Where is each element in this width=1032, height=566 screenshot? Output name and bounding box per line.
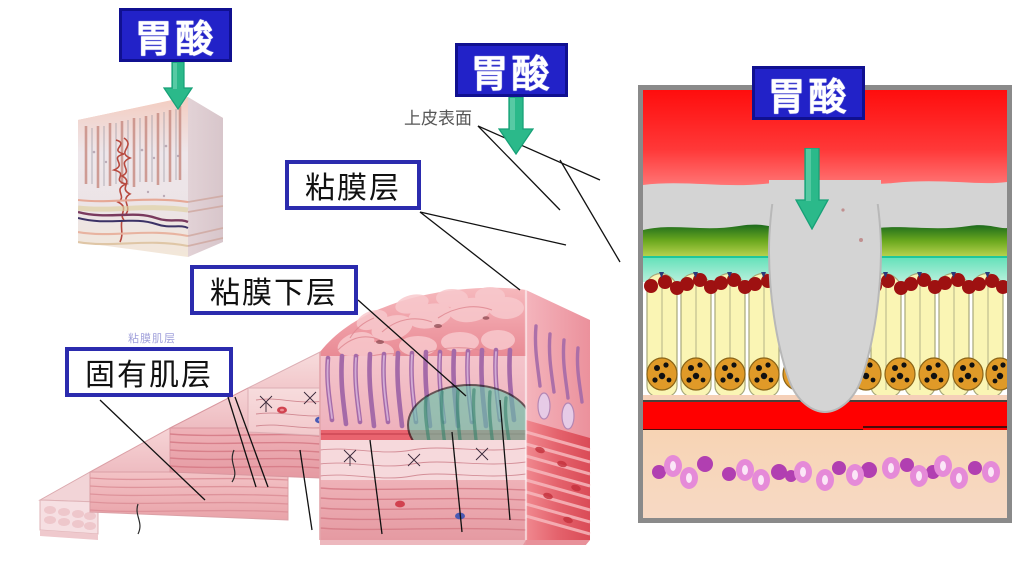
acid-erosion-wedge [767, 184, 883, 414]
acid-arrow-mid-svg [497, 96, 535, 156]
acid-arrow-left [162, 61, 194, 111]
acid-arrow-right-svg [794, 147, 830, 231]
acid-arrow-mid [497, 96, 535, 156]
acid-arrow-right [794, 147, 830, 231]
acid-damage-cross-section [638, 85, 1012, 523]
mucosa-layer-label: 粘膜层 [285, 160, 421, 210]
acid-damage-svg [643, 90, 1007, 518]
muscularis-mucosae-ghost-text: 粘膜肌层 [128, 332, 176, 345]
acid-label-right: 胃酸 [752, 66, 865, 120]
muscularis-propria-label-text: 固有肌层 [85, 358, 213, 393]
acid-arrow-left-svg [162, 61, 194, 111]
muscularis-mucosae-ghost-label: 粘膜肌层 [128, 330, 176, 346]
acid-label-middle-text: 胃酸 [470, 51, 553, 96]
acid-label-left-text: 胃酸 [134, 16, 217, 61]
acid-label-left: 胃酸 [119, 8, 232, 62]
mucosa-layer-label-text: 粘膜层 [305, 171, 401, 206]
acid-label-right-text: 胃酸 [767, 74, 850, 119]
mucosa-block-svg [78, 97, 223, 257]
submucosa-layer-label: 粘膜下层 [190, 265, 358, 315]
muscularis-propria-label: 固有肌层 [65, 347, 233, 397]
acid-label-middle: 胃酸 [455, 43, 568, 97]
epithelial-surface-label: 上皮表面 [404, 104, 472, 129]
submucosa-layer-label-text: 粘膜下层 [210, 276, 338, 311]
epithelial-surface-label-text: 上皮表面 [404, 109, 472, 129]
stomach-mucosa-3d-block-small [78, 92, 223, 257]
